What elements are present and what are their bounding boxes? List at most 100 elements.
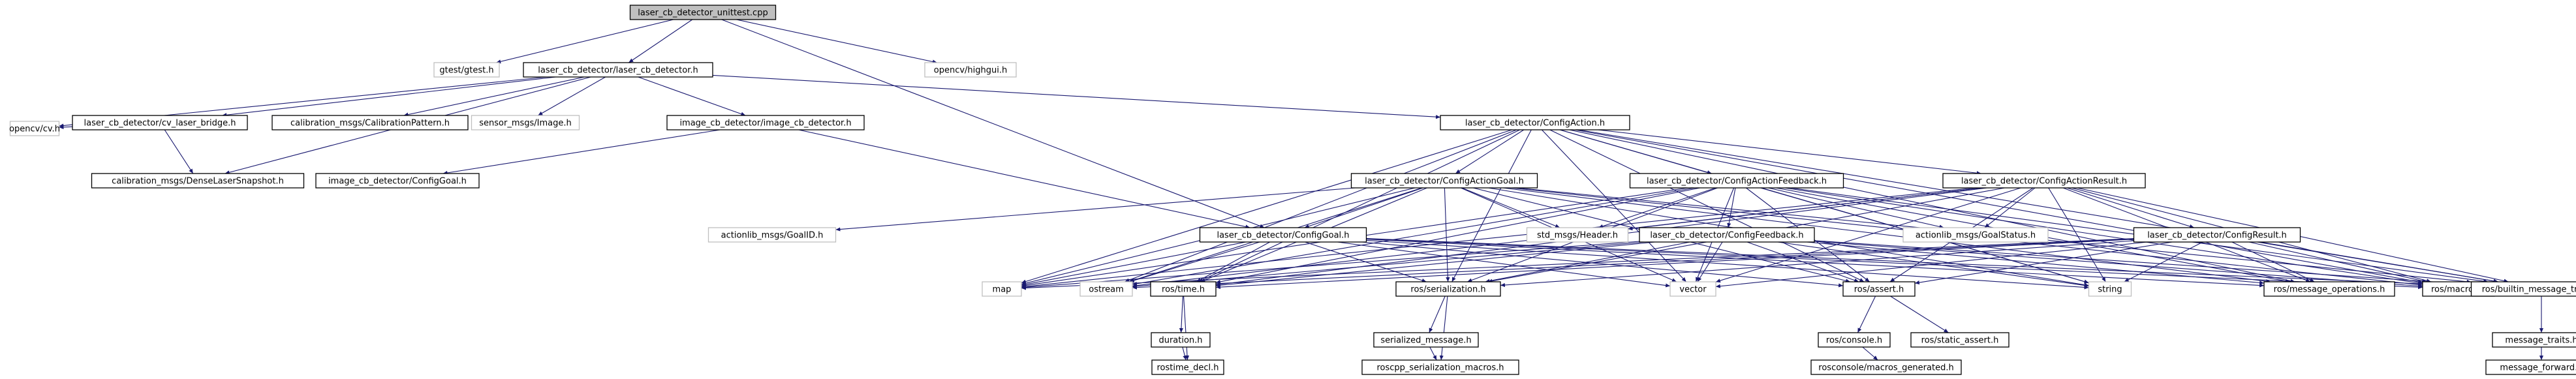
node-lcd[interactable]: laser_cb_detector/laser_cb_detector.h (523, 62, 713, 78)
edge (2231, 241, 2315, 282)
node-root: laser_cb_detector_unittest.cpp (629, 5, 777, 20)
edge (1727, 187, 1736, 228)
edge (1125, 129, 1517, 282)
node-label: ros/console.h (1826, 336, 1882, 346)
node-rostimedecl[interactable]: rostime_decl.h (1151, 359, 1224, 375)
edge-lcdres-to-rostime (1215, 239, 2134, 290)
node-box (1526, 227, 1629, 243)
node-lcdfb[interactable]: laser_cb_detector/ConfigFeedback.h (1639, 227, 1815, 243)
edge (1697, 241, 1723, 282)
node-icdgoal[interactable]: image_cb_detector/ConfigGoal.h (315, 173, 480, 189)
node-label: calibration_msgs/DenseLaserSnapshot.h (112, 177, 284, 187)
edge (1784, 187, 2423, 285)
node-rosser[interactable]: ros/serialization.h (1395, 281, 1501, 297)
node-rostime[interactable]: ros/time.h (1150, 281, 1217, 297)
edge (1574, 129, 2423, 284)
edge (2048, 187, 2106, 282)
edge (496, 19, 674, 64)
node-lcdgoal[interactable]: laser_cb_detector/ConfigGoal.h (1199, 227, 1367, 243)
node-box (629, 5, 777, 20)
node-label: ros/serialization.h (1410, 285, 1485, 295)
edge-cag-to-rosser (1444, 187, 1450, 282)
node-rosassert[interactable]: ros/assert.h (1842, 281, 1916, 297)
edge-ca-to-ostream (1125, 129, 1517, 282)
edge (1485, 241, 1690, 283)
edge (1183, 296, 1190, 361)
edge-rosser-to-roscppser (1439, 296, 1448, 361)
node-box (1373, 332, 1479, 348)
edge (1366, 239, 2265, 288)
node-rosmsgops[interactable]: ros/message_operations.h (2263, 281, 2395, 297)
edge (1337, 241, 1671, 288)
edge-lcdgoal-to-rosmsgops (1366, 239, 2265, 288)
node-msgforward[interactable]: message_forward.h (2485, 359, 2576, 375)
node-icd[interactable]: image_cb_detector/image_cb_detector.h (666, 115, 865, 130)
node-msgtraits[interactable]: message_traits.h (2492, 332, 2576, 348)
edge-ca-to-car (1598, 129, 1981, 175)
edge (1215, 241, 1655, 288)
node-box (1079, 281, 1133, 297)
node-box (982, 281, 1022, 297)
node-label: sensor_msgs/Image.h (479, 119, 572, 129)
node-label: laser_cb_detector/ConfigActionGoal.h (1365, 177, 1524, 187)
node-staticassert[interactable]: ros/static_assert.h (1910, 332, 2010, 348)
node-box (707, 227, 837, 243)
node-label: laser_cb_detector/ConfigAction.h (1465, 119, 1605, 129)
node-box (91, 173, 305, 189)
edge-duration-to-rostimedecl (1182, 346, 1187, 361)
edge-lcdgoal-to-ostream (1129, 241, 1260, 282)
node-map: map (982, 281, 1022, 297)
node-roscppser[interactable]: roscpp_serialization_macros.h (1361, 359, 1519, 375)
node-label: image_cb_detector/ConfigGoal.h (328, 177, 467, 187)
edge (2066, 187, 2195, 228)
node-label: opencv/cv.h (9, 125, 60, 134)
edge-caf-to-goalstatus (1768, 187, 1944, 229)
node-bridge[interactable]: laser_cb_detector/cv_laser_bridge.h (72, 115, 248, 130)
node-caf[interactable]: laser_cb_detector/ConfigActionFeedback.h (1629, 173, 1844, 189)
node-label: ros/message_operations.h (2274, 285, 2385, 295)
edge-lcdfb-to-rosbuiltin (1814, 240, 2472, 286)
node-lcdres[interactable]: laser_cb_detector/ConfigResult.h (2133, 227, 2301, 243)
node-rosbuiltin[interactable]: ros/builtin_message_traits.h (2470, 281, 2576, 297)
edge (1746, 241, 1859, 282)
edge (1196, 241, 1270, 282)
edge-lcdfb-to-rosmsgops (1807, 241, 2265, 285)
edge-caf-to-ostream (1132, 187, 1696, 286)
edge-ca-to-cag (1455, 129, 1525, 174)
edge-car-to-map (1021, 187, 1976, 289)
node-sermsg[interactable]: serialized_message.h (1373, 332, 1479, 348)
edge (1021, 129, 1512, 284)
edge-car-to-string (2048, 187, 2106, 282)
node-rosconsole[interactable]: ros/console.h (1818, 332, 1891, 348)
node-calpattern[interactable]: calibration_msgs/CalibrationPattern.h (272, 115, 469, 130)
node-box (1151, 332, 1211, 348)
node-cag[interactable]: laser_cb_detector/ConfigActionGoal.h (1350, 173, 1538, 189)
edge-lcd-to-sensorimg (538, 76, 606, 116)
node-label: actionlib_msgs/GoalStatus.h (1916, 231, 2036, 241)
edge-lcdfb-to-rosser (1485, 241, 1690, 283)
node-car[interactable]: laser_cb_detector/ConfigActionResult.h (1942, 173, 2146, 189)
node-ca[interactable]: laser_cb_detector/ConfigAction.h (1440, 115, 1630, 130)
edge (1914, 241, 2173, 285)
node-label: laser_cb_detector/ConfigActionResult.h (1961, 177, 2127, 187)
edge-icd-to-lcdgoal (798, 129, 1250, 229)
node-string: string (2088, 281, 2132, 297)
edge-lcd-to-ca (712, 74, 1441, 119)
edge (1451, 129, 1532, 282)
node-label: roscpp_serialization_macros.h (1377, 363, 1504, 373)
edge-rosassert-to-rosconsole (1857, 296, 1876, 333)
dependency-edges (59, 19, 2544, 361)
edge-caf-to-lcdfb (1727, 187, 1736, 228)
node-label: rosconsole/macros_generated.h (1818, 363, 1953, 373)
node-box (315, 173, 480, 189)
node-box (1818, 332, 1891, 348)
edge (1021, 241, 1640, 290)
edge-lcdfb-to-vector (1697, 241, 1723, 282)
node-dls[interactable]: calibration_msgs/DenseLaserSnapshot.h (91, 173, 305, 189)
node-duration[interactable]: duration.h (1151, 332, 1211, 348)
edge (442, 129, 721, 175)
node-macrosgen[interactable]: rosconsole/macros_generated.h (1810, 359, 1962, 375)
node-label: serialized_message.h (1380, 336, 1471, 346)
edge (1890, 296, 1949, 333)
node-label: laser_cb_detector/ConfigFeedback.h (1650, 231, 1803, 241)
